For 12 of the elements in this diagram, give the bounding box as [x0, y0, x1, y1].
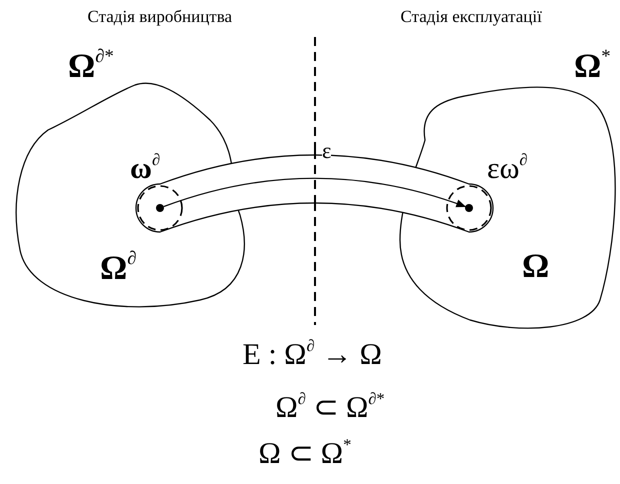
domain-symbol: ω$^{∂}$ [130, 152, 160, 184]
formula: E : Ω$^{∂}$ → Ω [242, 338, 382, 370]
set-symbol: Ω [522, 250, 550, 284]
formula: Ω$^{∂}$ ⊂ Ω$^{∂*}$ [276, 391, 385, 424]
set-symbol: Ω$^{*}$ [574, 48, 611, 84]
arrow [164, 178, 466, 208]
domain-symbol: εω$^{∂}$ [487, 152, 528, 184]
set-symbol: Ω$^{∂}$ [100, 250, 136, 286]
stage-title: Стадія виробництва [88, 8, 232, 25]
stage-title: Стадія експлуатації [400, 8, 542, 25]
set-symbol: Ω$^{∂*}$ [68, 48, 114, 84]
formula: Ω ⊂ Ω$^{*}$ [258, 437, 352, 470]
